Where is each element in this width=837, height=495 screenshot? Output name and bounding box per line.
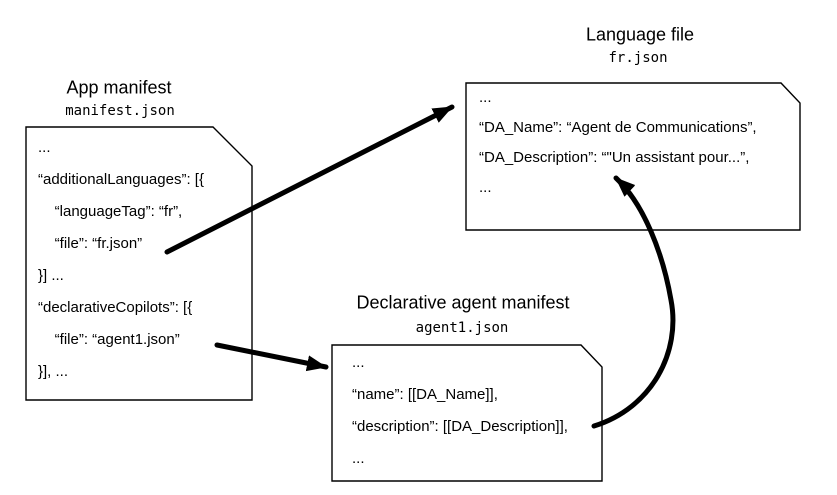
code-line-file-fr-json: “file”: “fr.json” — [38, 235, 143, 252]
language-file-title: Language file — [585, 24, 695, 45]
app-manifest-title: App manifest — [66, 77, 172, 98]
language-file-filename: fr.json — [608, 50, 668, 66]
code-line-description-token: “description”: [[DA_Description]], — [352, 418, 568, 435]
language-file-box — [465, 82, 801, 231]
code-line-language-tag: “languageTag”: “fr”, — [38, 203, 183, 220]
agent-manifest-code: ... “name”: [[DA_Name]], “description”: … — [352, 347, 568, 475]
code-line-ellipsis: ... — [38, 139, 51, 156]
code-line-ellipsis: ... — [352, 354, 365, 371]
code-line-declarative-copilots: “declarativeCopilots”: [{ — [38, 299, 193, 316]
code-line-name-token: “name”: [[DA_Name]], — [352, 386, 498, 403]
arrow-app-to-agent-manifest — [214, 342, 329, 372]
agent-manifest-title: Declarative agent manifest — [356, 292, 570, 313]
code-line-file-agent1-json: “file”: “agent1.json” — [38, 331, 180, 348]
language-file-code: ... “DA_Name”: “Agent de Communications”… — [479, 83, 757, 203]
code-line-ellipsis: ... — [479, 179, 492, 196]
app-manifest-filename: manifest.json — [65, 103, 175, 119]
code-line-additional-languages: “additionalLanguages”: [{ — [38, 171, 204, 188]
code-line-da-description: “DA_Description”: “"Un assistant pour...… — [479, 149, 750, 166]
arrow-app-to-language-file — [164, 104, 455, 255]
app-manifest-box — [25, 126, 253, 401]
code-line-close-bracket-comma: }], ... — [38, 363, 69, 380]
agent-manifest-filename: agent1.json — [415, 320, 509, 336]
code-line-ellipsis: ... — [479, 89, 492, 106]
app-manifest-code: ... “additionalLanguages”: [{ “languageT… — [38, 132, 204, 388]
arrow-agent-to-language-file — [591, 175, 676, 429]
code-line-ellipsis: ... — [352, 450, 365, 467]
code-line-close-bracket: }] ... — [38, 267, 64, 284]
code-line-da-name: “DA_Name”: “Agent de Communications”, — [479, 119, 757, 136]
